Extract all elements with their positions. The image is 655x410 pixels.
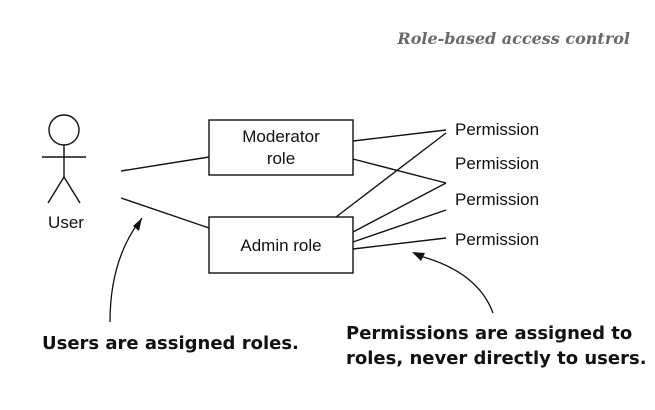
admin-permission1-line bbox=[335, 132, 447, 218]
user-moderator-line bbox=[120, 156, 210, 172]
user-label: User bbox=[48, 213, 84, 232]
moderator-role-label-line2: role bbox=[267, 149, 295, 168]
page-title: Role-based access control bbox=[397, 29, 630, 48]
user-left-leg bbox=[47, 176, 65, 204]
users-roles-arrow bbox=[109, 217, 143, 323]
users-roles-annotation: Users are assigned roles. bbox=[42, 331, 299, 356]
user-figure bbox=[42, 114, 86, 204]
permission-label: Permission bbox=[455, 154, 539, 173]
admin-permission4-line bbox=[352, 237, 447, 250]
permissions-annotation-line2: roles, never directly to users. bbox=[346, 348, 647, 369]
moderator-role-label-line1: Moderator bbox=[242, 127, 320, 146]
moderator-permission3-line bbox=[352, 158, 447, 184]
users-roles-annotation-text: Users are assigned roles. bbox=[42, 333, 299, 354]
users-roles-arrowhead-icon bbox=[133, 218, 142, 231]
permissions-annotation: Permissions are assigned to roles, never… bbox=[346, 321, 647, 371]
user-right-leg bbox=[63, 176, 81, 204]
admin-permission3b-line bbox=[352, 209, 447, 243]
admin-role-label: Admin role bbox=[240, 236, 321, 255]
moderator-permission1-line bbox=[352, 129, 447, 142]
user-admin-line bbox=[120, 197, 210, 229]
permissions-arrow bbox=[419, 255, 494, 314]
permission-label: Permission bbox=[455, 230, 539, 249]
moderator-role-box bbox=[208, 119, 354, 176]
admin-permission3-line bbox=[352, 182, 447, 233]
permissions-annotation-line1: Permissions are assigned to bbox=[346, 323, 633, 344]
admin-role-box bbox=[208, 216, 354, 274]
user-head bbox=[48, 114, 80, 146]
permissions-arrowhead-icon bbox=[412, 252, 425, 261]
permission-label: Permission bbox=[455, 190, 539, 209]
permission-label: Permission bbox=[455, 120, 539, 139]
